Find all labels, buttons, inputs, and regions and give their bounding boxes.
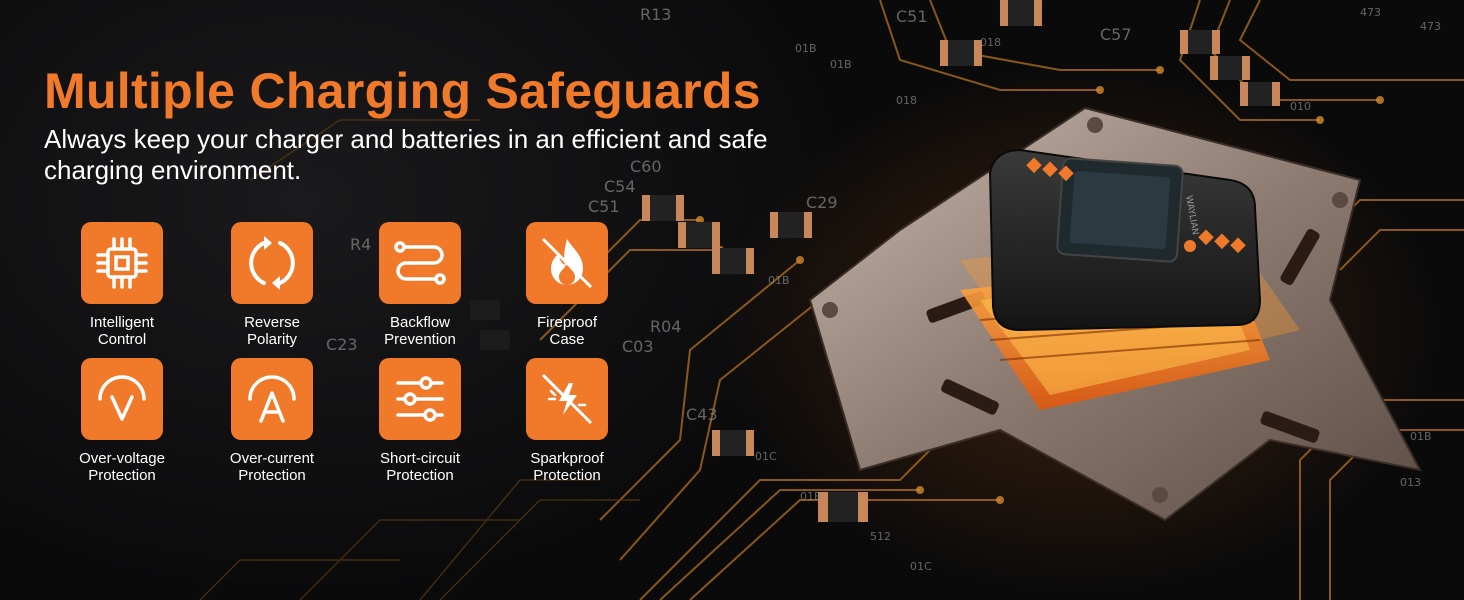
svg-text:C54: C54 — [604, 177, 636, 196]
svg-text:01B: 01B — [795, 42, 817, 55]
svg-text:R4: R4 — [350, 235, 371, 254]
svg-text:473: 473 — [1360, 6, 1381, 19]
backflow-path-icon — [394, 241, 446, 285]
svg-text:C60: C60 — [630, 157, 662, 176]
feature-label: Prevention — [384, 331, 456, 348]
feature-label: Intelligent — [89, 314, 155, 331]
feature-reverse-polarity: Reverse Polarity — [212, 222, 332, 348]
subtitle: Always keep your charger and batteries i… — [44, 124, 768, 185]
feature-label: Protection — [533, 467, 601, 484]
svg-text:512: 512 — [870, 530, 891, 543]
feature-label: Case — [549, 331, 585, 348]
reverse-arrows-icon — [249, 236, 295, 290]
feature-label: Protection — [88, 467, 156, 484]
voltage-gauge-icon — [98, 375, 146, 421]
svg-text:01B: 01B — [800, 490, 822, 503]
feature-label: Protection — [238, 467, 306, 484]
feature-backflow-prevention: Backflow Prevention — [360, 222, 480, 348]
feature-sparkproof-protection: Sparkproof Protection — [507, 358, 627, 484]
feature-over-voltage-protection: Over-voltage Protection — [62, 358, 182, 484]
no-fire-icon — [541, 237, 593, 289]
svg-text:018: 018 — [896, 94, 917, 107]
svg-text:01C: 01C — [755, 450, 777, 463]
svg-text:01C: 01C — [910, 560, 932, 573]
feature-label: Sparkproof — [530, 450, 604, 467]
svg-text:C43: C43 — [686, 405, 718, 424]
svg-text:R13: R13 — [640, 5, 671, 24]
feature-short-circuit-protection: Short-circuit Protection — [360, 358, 480, 484]
svg-text:C51: C51 — [896, 7, 928, 26]
svg-text:R04: R04 — [650, 317, 681, 336]
svg-text:010: 010 — [1290, 100, 1311, 113]
svg-text:C51: C51 — [588, 197, 620, 216]
svg-text:01B: 01B — [768, 274, 790, 287]
headline: Multiple Charging Safeguards — [44, 63, 761, 119]
feature-label: Backflow — [389, 314, 451, 331]
feature-label: Fireproof — [536, 314, 598, 331]
feature-label: Polarity — [246, 331, 298, 348]
feature-label: Protection — [386, 467, 454, 484]
no-spark-icon — [541, 373, 593, 425]
sliders-icon — [396, 376, 444, 422]
feature-label: Short-circuit — [379, 450, 461, 467]
feature-label: Reverse — [244, 314, 300, 331]
charger-device: WAYLIAN — [988, 148, 1262, 332]
svg-text:01B: 01B — [1410, 430, 1432, 443]
current-gauge-icon — [248, 375, 296, 423]
feature-label: Over-voltage — [79, 450, 165, 467]
svg-text:01B: 01B — [830, 58, 852, 71]
svg-text:C23: C23 — [326, 335, 358, 354]
feature-intelligent-control: Intelligent Control — [62, 222, 182, 348]
svg-text:018: 018 — [980, 36, 1001, 49]
svg-text:013: 013 — [1400, 476, 1421, 489]
feature-over-current-protection: Over-current Protection — [212, 358, 332, 484]
svg-text:C57: C57 — [1100, 25, 1132, 44]
chip-icon — [96, 237, 148, 289]
feature-label: Control — [97, 331, 147, 348]
svg-text:473: 473 — [1420, 20, 1441, 33]
svg-text:C03: C03 — [622, 337, 654, 356]
feature-fireproof-case: Fireproof Case — [507, 222, 627, 348]
feature-label: Over-current — [229, 450, 315, 467]
svg-text:C29: C29 — [806, 193, 838, 212]
